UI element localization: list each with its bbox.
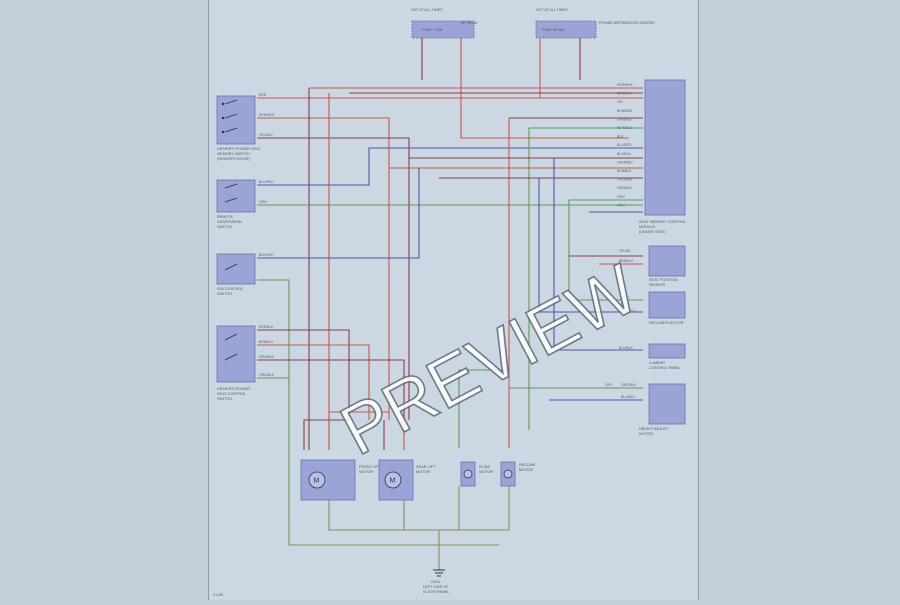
module-caption-1: SEAT MEMORY CONTROL	[639, 220, 686, 224]
module-pin-label: RED/WHT	[617, 83, 633, 87]
fuse-block-2: HOT AT ALL TIMES FUSE 48 15A POWER DISTR…	[535, 8, 655, 39]
remote-switch-caption-1: REMOTE	[217, 215, 234, 219]
ign-switch-caption-2: SWITCH	[217, 292, 232, 296]
fuse-block-1: HOT AT ALL TIMES FUSE 7 10A I/P RELAY	[411, 8, 478, 39]
lumbar-panel-wire-1: BLU/BLK	[619, 346, 634, 350]
height-motor-caption-1: HEIGHT ADJUST	[639, 427, 670, 431]
remote-switch-wire-1: BLU/RED	[259, 180, 274, 184]
remote-switch-caption-2: SUSPENSION	[217, 220, 242, 224]
ign-switch: BLK/WHT IGN CONTROL SWITCH	[216, 253, 274, 296]
front-lift-motor: M FRONT LIFT MOTOR	[300, 459, 382, 501]
lumbar-panel: BLU/BLK LUMBAR CONTROL PANEL	[619, 343, 686, 370]
power-seat-switch-wire-2: BRN/BLK	[259, 340, 274, 344]
fuse-block-1-inner: FUSE 7 10A	[422, 28, 443, 32]
height-motor-caption-2: MOTOR	[639, 432, 653, 436]
memory-switch-wire-2: RED/WHT	[259, 113, 275, 117]
module-caption-3: (UNDER SEAT)	[639, 230, 666, 234]
module-pin-label: BLU/RED	[617, 143, 632, 147]
memory-switch-wire-1: RED	[259, 93, 267, 97]
module-pin-label: BRN/BLK	[617, 169, 632, 173]
page-number: 41-89	[213, 593, 223, 597]
seat-position-sensor-wire-2: BRN/BLK	[619, 259, 634, 263]
module-pin-label: BRN/RED	[617, 109, 633, 113]
diagram-sheet: HOT AT ALL TIMES FUSE 7 10A I/P RELAY HO…	[208, 0, 699, 600]
module-pin-label: GRN	[617, 203, 625, 207]
module-pin-label: GRN/BLK	[617, 117, 633, 121]
power-seat-switch-caption-1: DRIVER'S POWER	[217, 387, 250, 391]
power-seat-switch-wire-4: ORG/BLK	[259, 373, 275, 377]
remote-switch: BLU/RED GRN REMOTE SUSPENSION SWITCH	[216, 179, 274, 229]
height-motor-wire-2: ORG/BLK	[621, 383, 637, 387]
power-seat-switch-caption-3: SWITCH	[217, 397, 232, 401]
height-motor-wire-1: GRY	[605, 383, 613, 387]
power-seat-switch-wire-1: RED/BLK	[259, 325, 274, 329]
ground-point: G201 LEFT SIDE OF FLOOR PANEL	[423, 569, 449, 594]
recliner-motor: GRN GRY BLK/BLU RECLINER MOTOR	[621, 291, 686, 325]
seat-position-sensor: YEL/BL BRN/BLK SEAT POSITION SENSOR	[619, 245, 686, 287]
rear-lift-motor-caption-2: MOTOR	[416, 470, 430, 474]
ground-caption-1: LEFT SIDE OF	[423, 585, 449, 589]
recline-motor: RECLINE MOTOR	[500, 461, 536, 487]
module-pin-label: GRN/BLK	[617, 186, 633, 190]
power-seat-switch-wire-3: GRN/BLK	[259, 355, 275, 359]
recline-motor-caption-1: RECLINE	[519, 463, 536, 467]
svg-text:M: M	[314, 478, 320, 485]
module-pin-label: BLU/BLK	[617, 152, 632, 156]
rear-lift-motor-caption-1: REAR LIFT	[416, 465, 436, 469]
memory-switch: RED RED/WHT YEL/BLK DRIVER'S POWER SEAT …	[216, 93, 275, 161]
seat-memory-module: RED/WHT BRN/BLK YEL BRN/RED GRN/BLK WHT/BLK BL…	[617, 79, 686, 234]
wiring-diagram: HOT AT ALL TIMES FUSE 7 10A I/P RELAY HO…	[213, 8, 686, 597]
fuse-block-1-side-label: I/P RELAY	[461, 21, 478, 25]
recliner-motor-caption-1: RECLINER MOTOR	[649, 321, 684, 325]
memory-switch-caption-1: DRIVER'S POWER SEAT	[217, 147, 261, 151]
memory-switch-caption-2: MEMORY SWITCH	[217, 152, 250, 156]
seat-position-sensor-caption-1: SEAT POSITION	[649, 278, 678, 282]
module-pin-label: BLK	[617, 135, 624, 139]
fuse-block-2-side-label: POWER DISTRIBUTION CENTER	[599, 21, 655, 25]
seat-position-sensor-caption-2: SENSOR	[649, 283, 665, 287]
module-caption-2: MODULE	[639, 225, 656, 229]
lumbar-panel-caption-1: LUMBAR	[649, 361, 665, 365]
module-pin-label: GRN/RED	[617, 160, 633, 164]
seat-position-sensor-wire-1: YEL/BL	[619, 249, 631, 253]
module-pin-label: GRN	[617, 195, 625, 199]
rear-lift-motor: M REAR LIFT MOTOR	[378, 459, 436, 501]
module-pin-label: ORG/BLK	[617, 178, 633, 182]
slide-motor: SLIDE MOTOR	[460, 461, 493, 487]
module-pin-label: YEL	[617, 100, 624, 104]
memory-switch-caption-3: (DRIVER'S DOOR)	[217, 157, 250, 161]
front-lift-motor-caption-2: MOTOR	[359, 470, 373, 474]
recliner-motor-wire-1: GRN	[621, 295, 629, 299]
ign-switch-wire-1: BLK/WHT	[259, 253, 274, 257]
ground-caption-2: FLOOR PANEL	[423, 590, 449, 594]
module-pin-label: WHT/BLK	[617, 126, 633, 130]
fuse-block-2-top-label: HOT AT ALL TIMES	[536, 8, 568, 12]
lumbar-panel-caption-2: CONTROL PANEL	[649, 366, 681, 370]
fuse-block-2-inner: FUSE 48 15A	[542, 28, 565, 32]
slide-motor-caption-1: SLIDE	[479, 465, 490, 469]
remote-switch-wire-2: GRN	[259, 200, 267, 204]
front-lift-motor-caption-1: FRONT LIFT	[359, 465, 382, 469]
recliner-motor-wire-3: BLK/BLU	[621, 309, 635, 313]
remote-switch-caption-3: SWITCH	[217, 225, 232, 229]
recliner-motor-wire-2: GRY	[621, 302, 629, 306]
power-seat-switch: RED/BLK BRN/BLK GRN/BLK ORG/BLK DRIVER'S…	[216, 325, 275, 401]
memory-switch-wire-3: YEL/BLK	[259, 133, 273, 137]
wires	[257, 38, 643, 570]
module-pin-label: BRN/BLK	[617, 92, 632, 96]
ign-switch-caption-1: IGN CONTROL	[217, 287, 243, 291]
recline-motor-caption-2: MOTOR	[519, 468, 533, 472]
height-motor: GRY ORG/BLK BLU/BLK HEIGHT ADJUST MOTOR	[605, 383, 686, 436]
module-pin-labels: RED/WHT BRN/BLK YEL BRN/RED GRN/BLK WHT/BLK BL…	[617, 83, 633, 207]
slide-motor-caption-2: MOTOR	[479, 470, 493, 474]
height-motor-wire-3: BLU/BLK	[621, 395, 636, 399]
svg-text:M: M	[390, 478, 396, 485]
fuse-block-1-top-label: HOT AT ALL TIMES	[411, 8, 443, 12]
ground-label: G201	[431, 580, 440, 584]
power-seat-switch-caption-2: SEAT CONTROL	[217, 392, 246, 396]
